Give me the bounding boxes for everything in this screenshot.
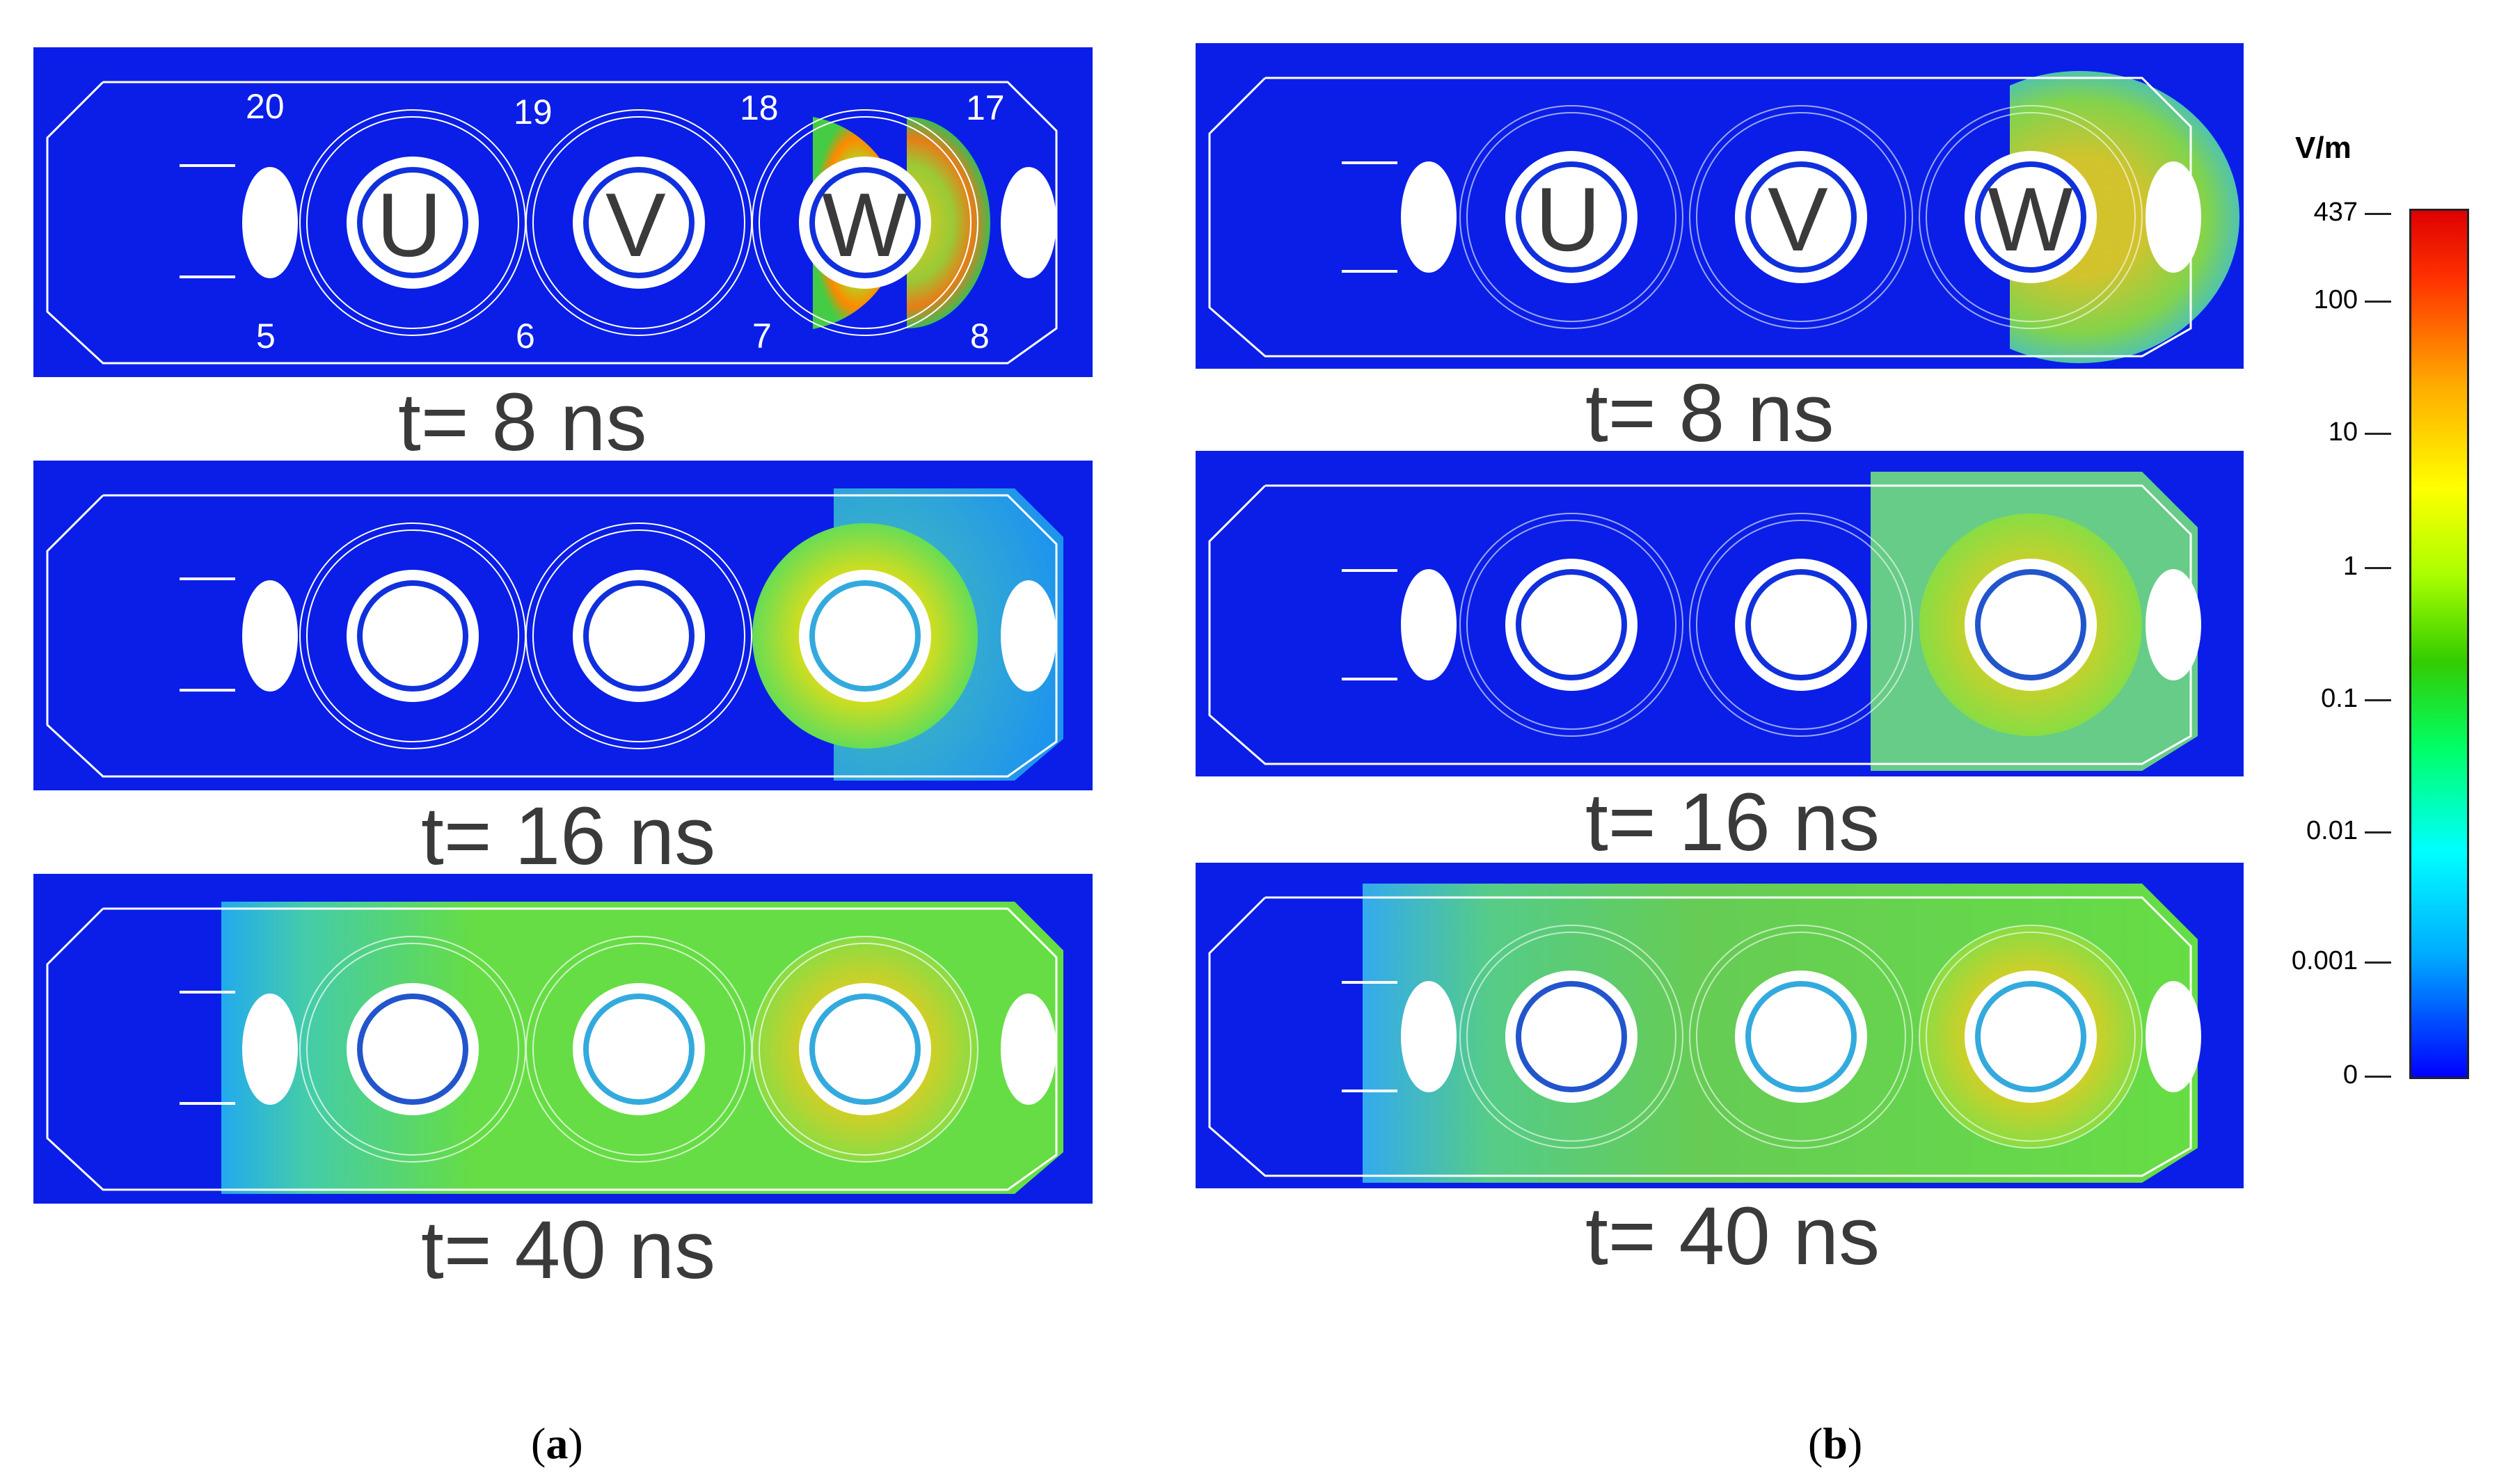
colorbar-tick-label: 1 [2342,552,2358,581]
colorbar-tick-label: 100 [2313,285,2358,314]
colorbar-tick-label: 437 [2313,198,2358,227]
label-num-6: 6 [516,317,535,356]
colorbar-tick-label: 0.01 [2306,816,2358,845]
label-num-20: 20 [246,87,285,126]
phase-label-w-b: W [1988,168,2073,270]
phase-label-v-b: V [1768,168,1828,270]
phase-label-u: U [376,174,442,276]
panel-b-t8: U V W [1196,43,2244,369]
panel-a-t16 [33,461,1093,790]
colorbar-tick-mark [2365,1076,2391,1078]
panel-b-t40 [1196,863,2244,1188]
phase-label-u-b: U [1535,168,1601,270]
label-num-19: 19 [514,93,553,131]
colorbar-tick-label: 10 [2328,417,2358,447]
colorbar-tick-mark [2365,433,2391,435]
colorbar-tick-mark [2365,567,2391,569]
panel-b-t16 [1196,451,2244,776]
colorbar-tick-mark [2365,301,2391,303]
colorbar-tick-mark [2365,831,2391,833]
caption-a-t16: t= 16 ns [421,790,716,882]
panel-a-t40 [33,874,1093,1204]
sub-label-b: (b) [1808,1419,1863,1468]
colorbar-tick-mark [2365,213,2391,215]
phase-label-v: V [605,174,666,276]
label-num-17: 17 [966,88,1005,127]
caption-b-t8: t= 8 ns [1585,367,1834,459]
label-num-7: 7 [752,317,772,356]
colorbar-tick-mark [2365,699,2391,701]
colorbar-tick-mark [2365,962,2391,964]
label-num-18: 18 [740,88,779,127]
colorbar-tick-label: 0.001 [2291,946,2358,975]
caption-a-t40: t= 40 ns [421,1204,716,1296]
colorbar-tick-label: 0 [2342,1060,2358,1090]
label-num-5: 5 [256,317,276,356]
caption-b-t40: t= 40 ns [1585,1190,1880,1282]
colorbar-gradient [2409,209,2469,1079]
caption-a-t8: t= 8 ns [398,376,647,468]
colorbar-tick-label: 0.1 [2321,684,2358,713]
panel-a-t8: 20 19 18 17 5 6 7 8 U V W [33,47,1093,377]
colorbar-unit: V/m [2295,131,2352,165]
caption-b-t16: t= 16 ns [1585,776,1880,868]
label-num-8: 8 [970,317,990,356]
phase-label-w: W [822,174,907,276]
sub-label-a: (a) [531,1419,583,1468]
